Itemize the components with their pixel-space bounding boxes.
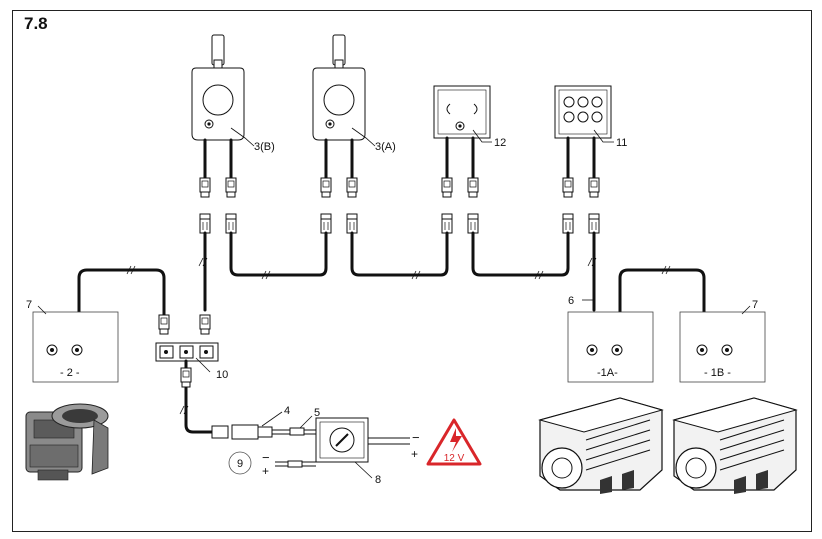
plug-row [199, 177, 600, 234]
battery-marker-9 [228, 451, 252, 475]
display-12 [433, 85, 491, 139]
panel-motor-1a [567, 311, 654, 383]
figure-number: 7.8 [24, 14, 48, 33]
panel-motor-1b [679, 311, 766, 383]
electric-motor-icon [538, 397, 664, 494]
motor2-cable [77, 265, 166, 317]
label-fuse-5: 5 [314, 407, 320, 419]
label-hub-10: 10 [216, 369, 228, 381]
label-switch-8: 8 [375, 474, 381, 486]
label-plus-top: + [411, 447, 418, 461]
panel-motor-2 [32, 311, 119, 383]
label-motor-1b: - 1B - [704, 367, 731, 379]
label-motor-2: - 2 - [60, 367, 80, 379]
throttle-a [312, 34, 366, 141]
label-keypad-11: 11 [616, 137, 627, 149]
label-display-12: 12 [494, 137, 506, 149]
label-motor-1a: -1A- [597, 367, 618, 379]
motor1b-cable [618, 265, 706, 317]
label-minus-bottom: − [262, 450, 270, 465]
power-cable [179, 386, 318, 440]
label-battery-9: 9 [237, 458, 243, 470]
motor-unit-icon [25, 403, 109, 481]
label-cable-4: 4 [284, 405, 290, 417]
throttle-b [191, 34, 245, 141]
diagram-frame [12, 10, 812, 532]
label-cable-6: 6 [568, 295, 574, 307]
warning-12v-icon [426, 418, 482, 466]
label-plug-7-left: 7 [26, 299, 32, 311]
label-throttle-a: 3(A) [375, 141, 396, 153]
main-switch-8 [275, 417, 410, 468]
label-plug-7-right: 7 [752, 299, 758, 311]
label-plus-bottom: + [262, 464, 269, 478]
leader-lines [37, 127, 751, 479]
keypad-11 [554, 85, 612, 139]
warning-voltage-text: 12 V [444, 453, 465, 464]
label-minus-top: − [412, 430, 420, 445]
pigtail-cables [203, 136, 596, 180]
hub-10 [155, 342, 219, 388]
label-throttle-b: 3(B) [254, 141, 275, 153]
bus-cables [198, 231, 597, 312]
electric-motor-icon [672, 397, 798, 494]
